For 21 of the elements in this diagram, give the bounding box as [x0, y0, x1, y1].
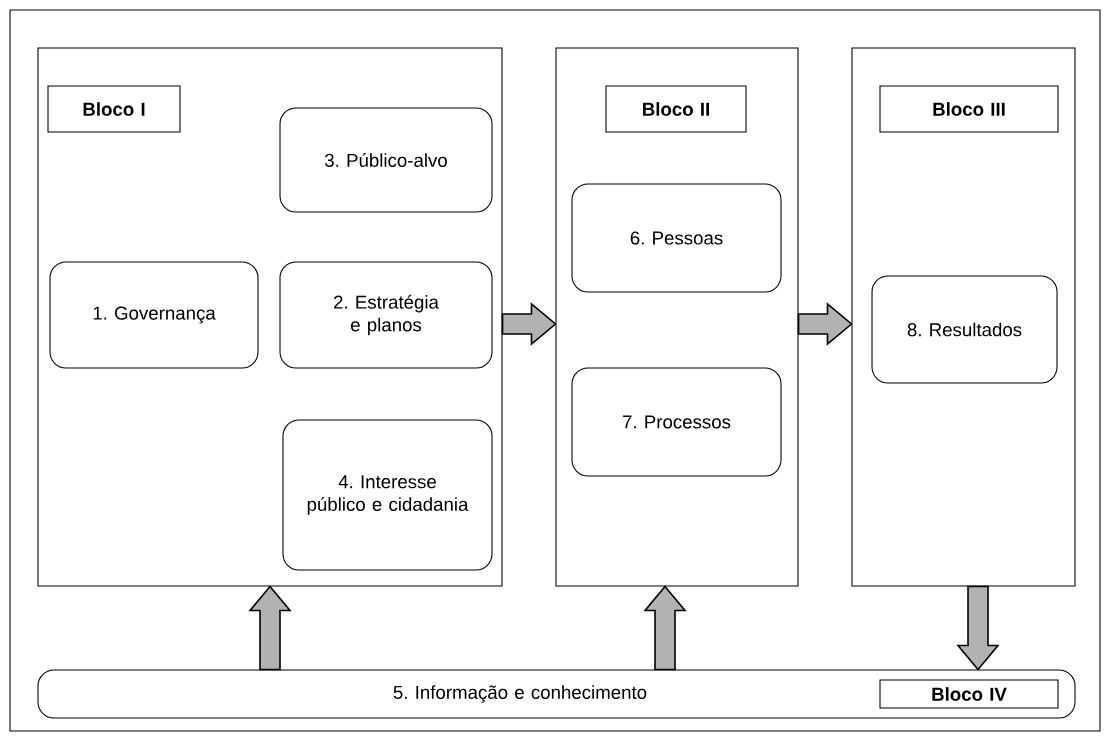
- block-arrow: [643, 585, 687, 671]
- topic-box: 3. Público-alvo: [279, 107, 493, 213]
- block-label: Bloco III: [879, 85, 1059, 133]
- block-label: Bloco IV: [879, 679, 1059, 709]
- topic-box: 4. Interesse público e cidadania: [282, 419, 493, 571]
- information-band: [37, 669, 1076, 719]
- block-panel: [555, 47, 799, 587]
- band-text: 5. Informação e conhecimento: [393, 685, 647, 703]
- block-panel: [37, 47, 503, 587]
- topic-box: 2. Estratégia e planos: [279, 261, 493, 369]
- block-panel: [851, 47, 1076, 587]
- block-arrow: [248, 585, 292, 671]
- block-label: Bloco II: [605, 85, 747, 133]
- topic-box: 7. Processos: [571, 367, 782, 477]
- topic-box: 8. Resultados: [871, 275, 1058, 384]
- topic-box: 1. Governança: [49, 261, 259, 369]
- topic-box: 6. Pessoas: [571, 183, 782, 293]
- block-label: Bloco I: [47, 85, 181, 133]
- block-arrow: [797, 302, 853, 346]
- block-arrow: [501, 302, 557, 346]
- block-arrow: [956, 585, 1000, 671]
